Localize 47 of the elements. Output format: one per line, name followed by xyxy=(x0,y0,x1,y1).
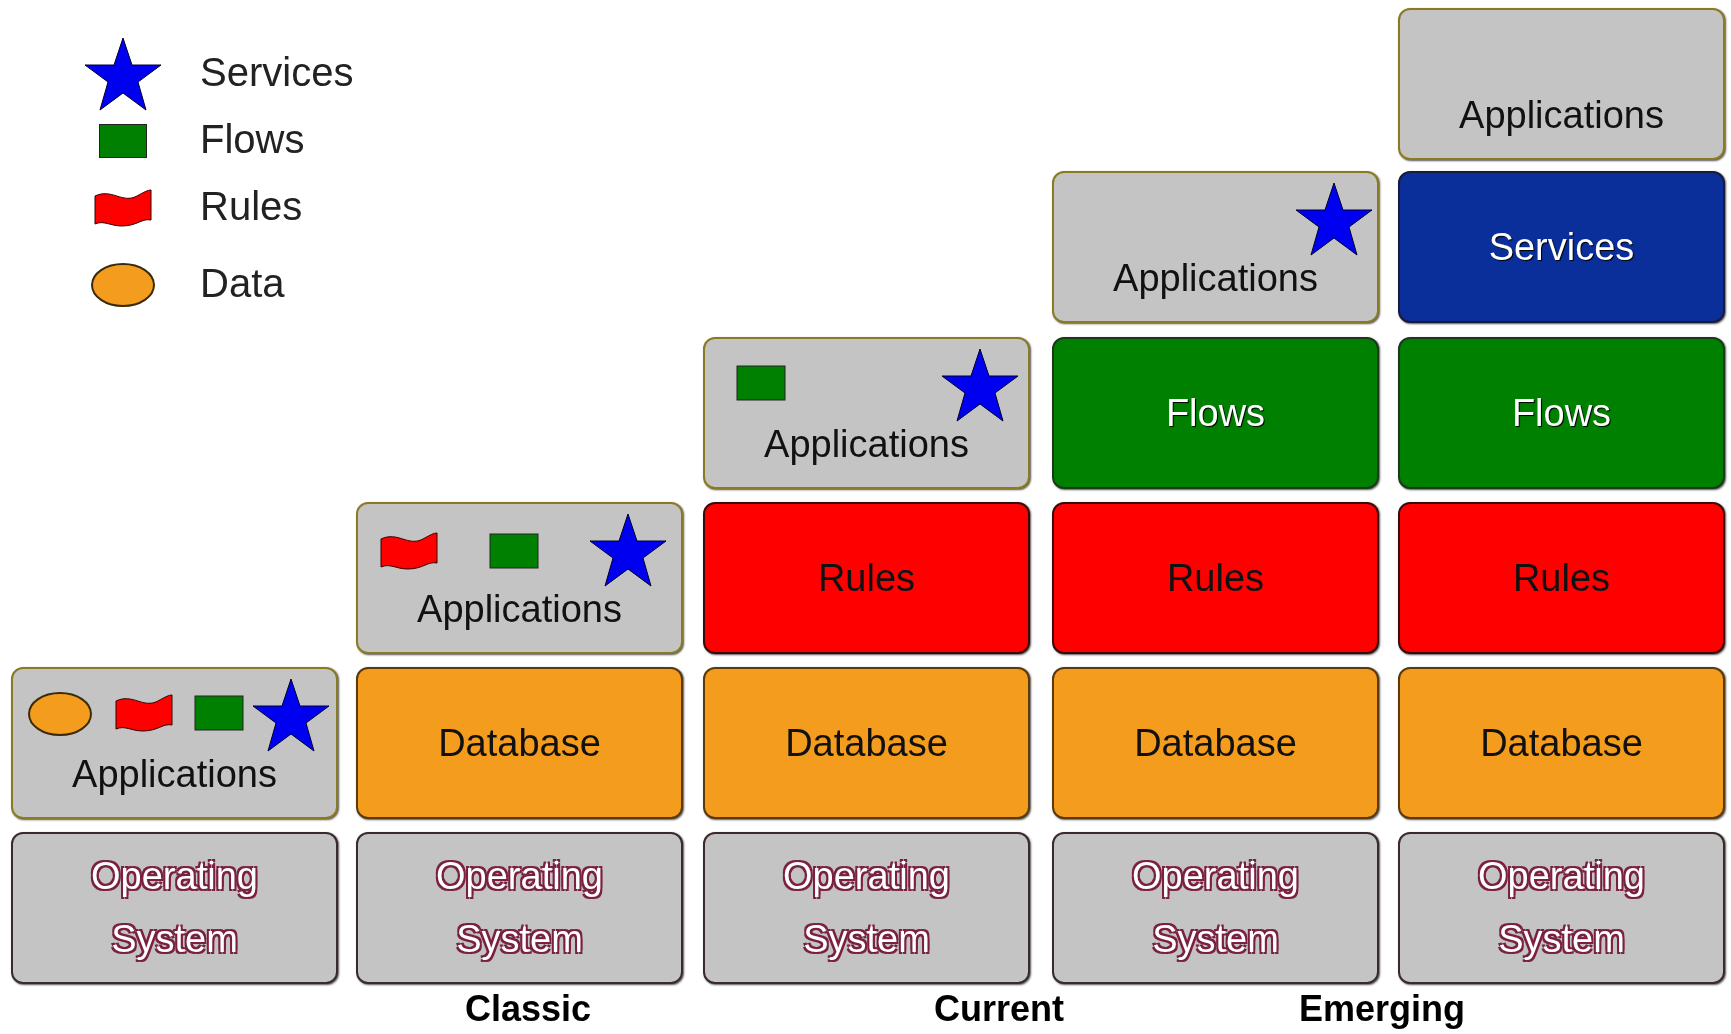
layer-label: Rules xyxy=(1166,555,1265,601)
layer-label: Database xyxy=(1480,720,1643,766)
database-layer-box xyxy=(1398,667,1725,819)
application-layer-box xyxy=(703,337,1030,489)
layer-label: Applications xyxy=(1459,93,1664,139)
era-label: Emerging xyxy=(1299,988,1465,1030)
operating-system-box xyxy=(11,832,338,984)
era-label: Classic xyxy=(464,988,592,1030)
legend-label: Rules xyxy=(200,184,303,229)
era-label: Current xyxy=(934,988,1064,1030)
layer-label: Operating System xyxy=(1131,854,1300,962)
layer-label: Operating System xyxy=(90,854,259,962)
layer-label: Database xyxy=(785,720,948,766)
flows-layer-box xyxy=(1052,337,1379,489)
legend-label: Services xyxy=(200,50,354,95)
layer-label: Applications xyxy=(72,752,277,798)
legend-label: Data xyxy=(200,261,285,306)
layer-label: Database xyxy=(1134,720,1297,766)
operating-system-box xyxy=(1398,832,1725,984)
layer-label: Applications xyxy=(764,422,969,468)
flows-layer-box xyxy=(1398,337,1725,489)
database-layer-box xyxy=(356,667,683,819)
rules-layer-box xyxy=(703,502,1030,654)
layer-label: Rules xyxy=(817,555,916,601)
layer-label: Flows xyxy=(1511,390,1612,436)
application-layer-box xyxy=(1052,171,1379,323)
layer-label: Operating System xyxy=(1477,854,1646,962)
database-layer-box xyxy=(703,667,1030,819)
rules-layer-box xyxy=(1052,502,1379,654)
database-layer-box xyxy=(1052,667,1379,819)
operating-system-box xyxy=(1052,832,1379,984)
layer-label: Flows xyxy=(1165,390,1266,436)
services-layer-box xyxy=(1398,171,1725,323)
operating-system-box xyxy=(356,832,683,984)
rules-layer-box xyxy=(1398,502,1725,654)
layer-label: Operating System xyxy=(435,854,604,962)
application-layer-box xyxy=(356,502,683,654)
operating-system-box xyxy=(703,832,1030,984)
application-layer-box xyxy=(11,667,338,819)
legend-label: Flows xyxy=(200,117,305,162)
layer-label: Applications xyxy=(1113,256,1318,302)
application-layer-box xyxy=(1398,8,1725,160)
layer-label: Operating System xyxy=(782,854,951,962)
layer-label: Services xyxy=(1488,224,1635,270)
layer-label: Applications xyxy=(417,587,622,633)
layer-label: Rules xyxy=(1512,555,1611,601)
layer-label: Database xyxy=(438,720,601,766)
